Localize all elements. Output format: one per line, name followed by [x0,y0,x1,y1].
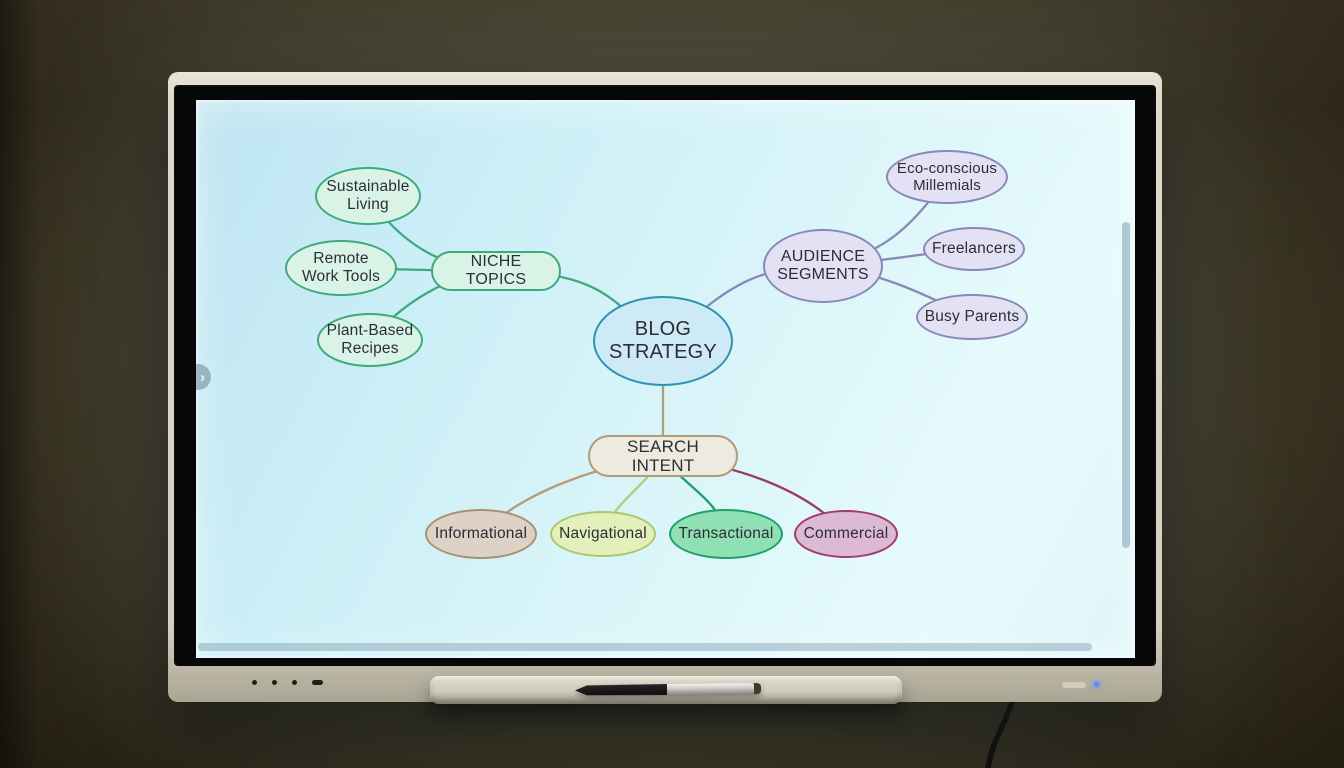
node-label: Remote Work Tools [301,250,381,285]
node-label: Plant-Based Recipes [326,322,414,357]
node-label: SEARCH INTENT [626,436,700,475]
whiteboard-frame: BLOG STRATEGY NICHE TOPICS Sustainable L… [168,72,1162,702]
node-label: Sustainable Living [326,178,410,213]
mindmap-node-navigational[interactable]: Navigational [550,511,656,557]
mindmap-node-audience-segments[interactable]: AUDIENCE SEGMENTS [763,229,883,303]
vertical-scrollbar[interactable] [1122,222,1130,548]
mindmap-node-eco-conscious-millennials[interactable]: Eco-conscious Millemials [886,150,1008,204]
mindmap-node-informational[interactable]: Informational [425,509,537,559]
mindmap-node-remote-work-tools[interactable]: Remote Work Tools [285,240,397,296]
mindmap-node-sustainable-living[interactable]: Sustainable Living [315,167,421,225]
screen-bezel: BLOG STRATEGY NICHE TOPICS Sustainable L… [174,85,1156,666]
node-label: BLOG STRATEGY [609,318,717,363]
pen-tray [430,676,902,704]
indicator-dot [272,680,277,685]
toolbar-handle[interactable]: › [196,364,211,390]
whiteboard-screen[interactable]: BLOG STRATEGY NICHE TOPICS Sustainable L… [196,100,1135,658]
mindmap-node-commercial[interactable]: Commercial [794,510,898,558]
mindmap-node-search-intent[interactable]: SEARCH INTENT [588,435,738,477]
node-label: Transactional [678,525,774,543]
stylus-end-cap [753,683,762,695]
indicator-dot [292,680,297,685]
indicator-slot [312,680,323,685]
horizontal-scrollbar[interactable] [198,643,1092,651]
node-label: Freelancers [931,240,1017,258]
mindmap-node-niche-topics[interactable]: NICHE TOPICS [431,251,561,291]
chevron-right-icon: › [200,368,205,386]
stylus-pen [575,683,762,696]
indicator-dot [252,680,257,685]
node-label: Commercial [803,525,889,543]
mindmap-node-busy-parents[interactable]: Busy Parents [916,294,1028,340]
node-label: Informational [434,525,528,543]
stylus-barrel [666,683,755,696]
node-label: Eco-conscious Millemials [896,159,998,194]
front-indicator-dots [252,680,323,685]
mindmap-node-freelancers[interactable]: Freelancers [923,227,1025,271]
node-label: Busy Parents [924,308,1020,326]
stylus-tip [575,684,667,696]
node-label: NICHE TOPICS [465,252,527,288]
mindmap-node-transactional[interactable]: Transactional [669,509,783,559]
mindmap-node-plant-based-recipes[interactable]: Plant-Based Recipes [317,313,423,367]
ir-sensor-window [1062,682,1086,688]
node-label: AUDIENCE SEGMENTS [777,247,869,283]
power-led [1094,682,1099,687]
node-label: Navigational [559,525,647,543]
mindmap-node-blog-strategy[interactable]: BLOG STRATEGY [593,296,733,386]
